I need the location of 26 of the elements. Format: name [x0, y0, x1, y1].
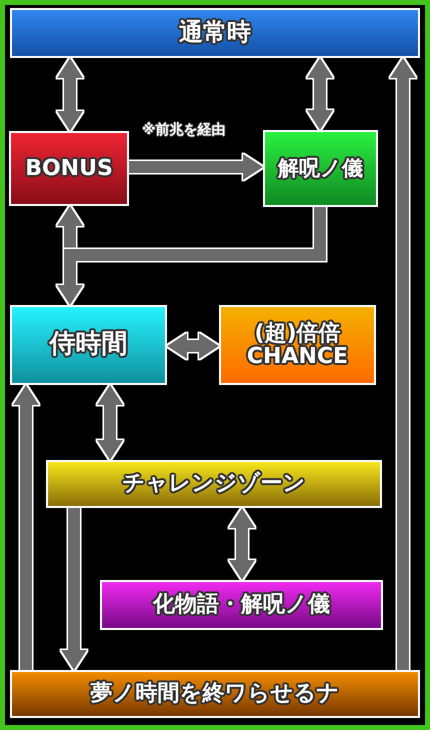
state-box: [9, 131, 129, 206]
arrow: [57, 58, 83, 131]
state-label: 通常時: [179, 20, 251, 46]
arrow: [57, 207, 326, 305]
state-box: [10, 305, 167, 385]
state-box: [10, 670, 420, 718]
arrow: [13, 385, 39, 670]
state-label: 化物語・解呪ノ儀: [153, 593, 330, 617]
state-box: [219, 305, 376, 385]
state-label: 侍時間: [50, 331, 128, 359]
arrow: [97, 385, 123, 460]
arrow: [129, 154, 263, 180]
state-label: チャレンジゾーン: [122, 472, 306, 496]
arrow: [167, 333, 219, 359]
state-label: BONUS: [25, 156, 113, 180]
state-label: 夢ノ時間を終ワらせるナ: [90, 682, 340, 706]
arrow: [229, 508, 255, 580]
state-label: (超)倍倍 CHANCE: [246, 322, 350, 368]
state-box: [10, 8, 420, 58]
state-label: 解呪ノ儀: [278, 157, 363, 180]
arrow: [307, 58, 333, 130]
arrow: [61, 508, 87, 670]
state-box: [100, 580, 383, 630]
state-box: [263, 130, 378, 207]
arrow: [390, 58, 416, 670]
state-box: [46, 460, 382, 508]
